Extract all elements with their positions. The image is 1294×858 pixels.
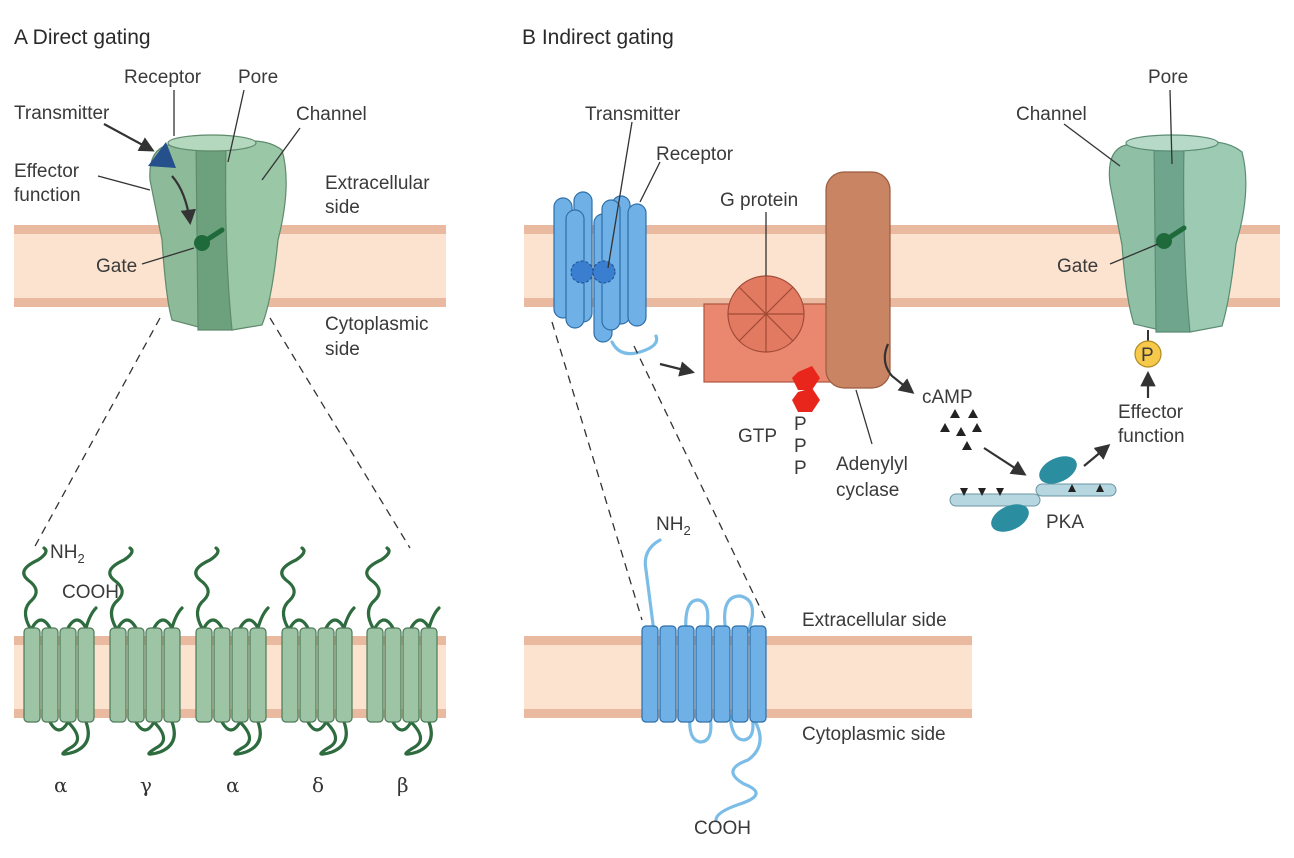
panel-b-camp-label: cAMP bbox=[922, 387, 973, 408]
panel-a-transmitter-label: Transmitter bbox=[14, 103, 110, 124]
panel-b-cooh-label: COOH bbox=[694, 818, 751, 839]
panel-b-nh2-label: NH2 bbox=[656, 514, 691, 538]
subunit-label-beta: β bbox=[397, 773, 409, 797]
panel-a-effector-label-2: function bbox=[14, 185, 81, 206]
panel-b-adenylyl-label-2: cyclase bbox=[836, 480, 899, 501]
tm-helix-4 bbox=[695, 625, 713, 723]
panel-b-phospho-label: P bbox=[1141, 345, 1154, 366]
panel-b-title: B Indirect gating bbox=[522, 26, 674, 49]
panel-b-effector-label-2: function bbox=[1118, 426, 1185, 447]
panel-b: B Indirect gating bbox=[522, 26, 1280, 839]
subunit-2 bbox=[108, 546, 184, 756]
panel-b-channel bbox=[1108, 134, 1247, 368]
panel-b-channel-label: Channel bbox=[1016, 104, 1087, 125]
panel-b-transmitter-label: Transmitter bbox=[585, 104, 681, 125]
subunit-label-delta: δ bbox=[312, 773, 324, 797]
camp-molecules bbox=[940, 409, 982, 450]
panel-a-extracellular-label-2: side bbox=[325, 197, 360, 218]
panel-a-nh2-label: NH2 bbox=[50, 542, 85, 566]
subunit-label-gamma: γ bbox=[140, 773, 152, 797]
tm-helix-6 bbox=[731, 625, 749, 723]
panel-b-g-protein bbox=[703, 275, 835, 412]
panel-b-pore-label: Pore bbox=[1148, 67, 1188, 88]
panel-a-extracellular-label-1: Extracellular bbox=[325, 173, 430, 194]
panel-a-cytoplasmic-label-1: Cytoplasmic bbox=[325, 314, 428, 335]
tm-helix-1 bbox=[641, 625, 659, 723]
panel-b-g-protein-label: G protein bbox=[720, 190, 798, 211]
subunit-3 bbox=[194, 546, 270, 756]
panel-b-7tm-receptor bbox=[641, 538, 767, 822]
panel-b-pka-label: PKA bbox=[1046, 512, 1084, 533]
panel-b-p1-label: P bbox=[794, 414, 807, 435]
panel-a-effector-label-1: Effector bbox=[14, 161, 80, 182]
gtp-icon bbox=[792, 366, 820, 390]
panel-a-pore-label: Pore bbox=[238, 67, 278, 88]
panel-b-gtp-label: GTP bbox=[738, 426, 777, 447]
panel-a-gate-label: Gate bbox=[96, 256, 137, 277]
panel-a: A Direct gating Receptor Pore Transmitte… bbox=[14, 26, 446, 797]
subunit-label-alpha-1: α bbox=[54, 773, 68, 797]
panel-a-title: A Direct gating bbox=[14, 26, 151, 49]
subunit-1 bbox=[22, 546, 98, 756]
panel-b-cytoplasmic-label: Cytoplasmic side bbox=[802, 724, 946, 745]
subunit-5 bbox=[365, 546, 441, 756]
panel-a-cytoplasmic-label-2: side bbox=[325, 339, 360, 360]
panel-b-effector-label-1: Effector bbox=[1118, 402, 1184, 423]
tm-helix-5 bbox=[713, 625, 731, 723]
panel-b-adenylyl-cyclase bbox=[825, 171, 891, 389]
tm-helix-7 bbox=[749, 625, 767, 723]
panel-b-adenylyl-label-1: Adenylyl bbox=[836, 454, 908, 475]
panel-b-extracellular-label: Extracellular side bbox=[802, 610, 947, 631]
panel-b-p3-label: P bbox=[794, 458, 807, 479]
panel-b-receptor-label: Receptor bbox=[656, 144, 734, 165]
subunit-label-alpha-2: α bbox=[226, 773, 240, 797]
panel-a-cooh-label: COOH bbox=[62, 582, 119, 603]
phosphate-icon bbox=[1134, 340, 1162, 368]
panel-b-p2-label: P bbox=[794, 436, 807, 457]
subunit-4 bbox=[280, 546, 356, 756]
panel-a-receptor-label: Receptor bbox=[124, 67, 202, 88]
pka-complex bbox=[949, 456, 1117, 532]
panel-a-transmitter-icon bbox=[148, 142, 176, 168]
panel-b-receptor-bundle bbox=[553, 191, 659, 356]
panel-b-gate-label: Gate bbox=[1057, 256, 1098, 277]
tm-helix-2 bbox=[659, 625, 677, 723]
panel-a-subunit-helices bbox=[22, 546, 441, 756]
tm-helix-3 bbox=[677, 625, 695, 723]
panel-a-channel-label: Channel bbox=[296, 104, 367, 125]
